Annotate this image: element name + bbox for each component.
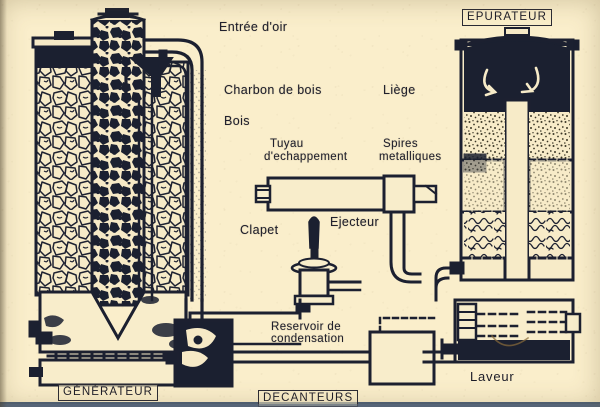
washer-feed-pipe (422, 350, 457, 364)
generator-wood-column-right (142, 60, 190, 297)
generator-charcoal-column (90, 8, 146, 307)
label-condensation-tank-line2: condensation (271, 333, 345, 345)
label-metal-coils-line2: metalliques (379, 151, 442, 163)
caption-purifier: EPURATEUR (462, 9, 552, 26)
label-wood: Bois (224, 114, 250, 128)
exhaust-muffler (254, 174, 438, 214)
generator-throat-tube (137, 94, 154, 302)
label-condensation-tank-line1: Reservoir de (271, 321, 341, 333)
label-washer: Laveur (470, 369, 515, 384)
caption-settlers: DECANTEURS (258, 390, 359, 407)
label-charcoal: Charbon de bois (224, 83, 322, 97)
check-valve (290, 216, 362, 306)
ejector-downpipe (389, 210, 422, 284)
air-inlet-piping-inner (158, 64, 188, 302)
air-inlet-piping (124, 38, 204, 302)
caption-generator: GÉNÉRATEUR (58, 384, 159, 401)
label-metal-coils-line1: Spires (383, 138, 418, 150)
purifier-feed-pipe (434, 276, 450, 302)
settler-tanks (165, 298, 436, 388)
washer-vessel (440, 298, 582, 364)
label-air-inlet: Entrée d'oir (219, 20, 288, 34)
label-exhaust-pipe-line1: Tuyau (270, 138, 304, 150)
purifier-vessel (434, 27, 580, 302)
gas-flow-arrows (483, 66, 540, 97)
label-exhaust-pipe-line2: d'echappement (264, 151, 348, 163)
generator-wood-jacket (31, 31, 97, 297)
label-cork: Liège (383, 83, 416, 97)
label-ejector: Ejecteur (330, 215, 380, 229)
label-valve: Clapet (240, 223, 279, 237)
generator-hearth (38, 290, 188, 354)
air-inlet-funnel (128, 49, 174, 97)
